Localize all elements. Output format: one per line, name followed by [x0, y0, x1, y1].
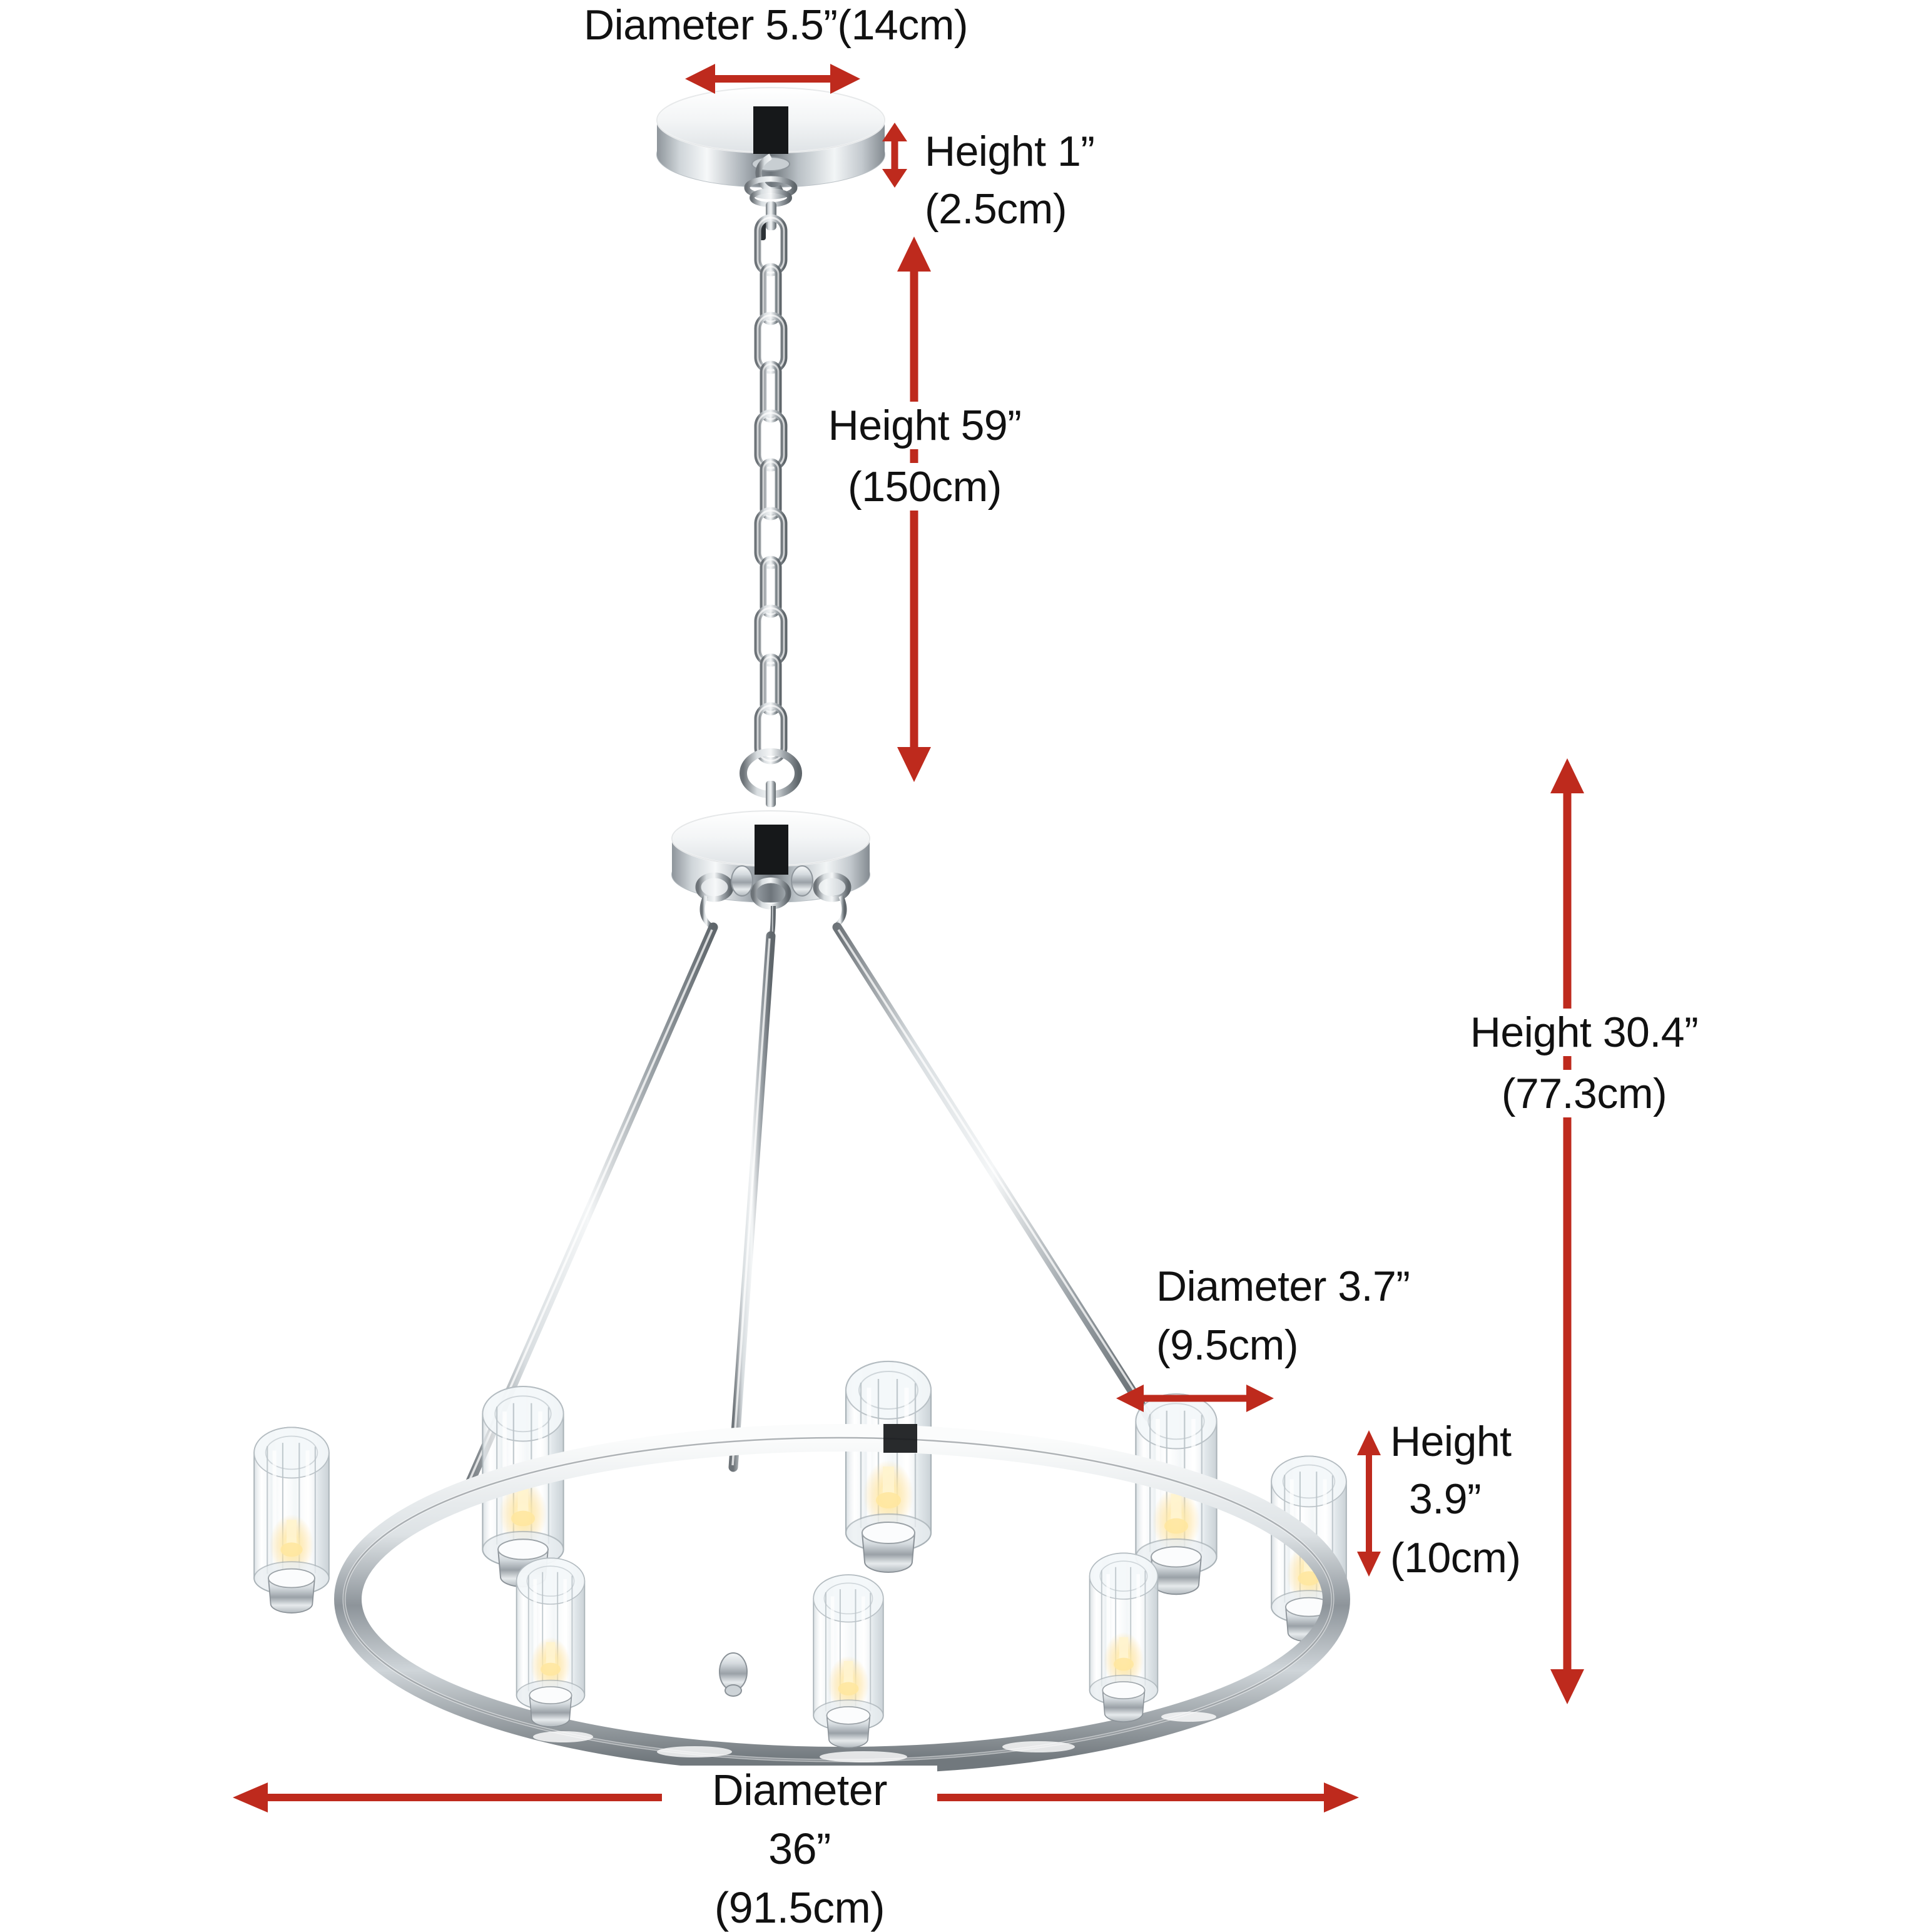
label-canopy-height-line1: Height 1”: [925, 128, 1095, 176]
label-canopy-height-line2: (2.5cm): [925, 185, 1067, 233]
label-body-height-line2: (77.3cm): [1421, 1070, 1747, 1118]
label-chain-height-line2: (150cm): [793, 463, 1056, 511]
label-shade-diameter-line2: (9.5cm): [1156, 1321, 1298, 1370]
label-ring-diameter-line3: (91.5cm): [662, 1883, 937, 1932]
arrow-shade-height: [1351, 1430, 1386, 1577]
hub-plate: [671, 748, 871, 934]
arrow-canopy-height: [878, 123, 911, 188]
label-canopy-diameter: Diameter 5.5”(14cm): [538, 1, 1014, 49]
support-arms: [458, 922, 1154, 1503]
ceiling-canopy: [656, 86, 886, 273]
label-ring-diameter-line2: 36”: [662, 1824, 937, 1874]
chandelier-ring: [333, 1424, 1351, 1774]
label-body-height-line1: Height 30.4”: [1421, 1009, 1747, 1057]
arrow-canopy-diameter: [685, 59, 860, 98]
suspension-chain: [758, 267, 784, 761]
label-ring-diameter-line1: Diameter: [662, 1766, 937, 1815]
shades-front-row: [517, 1553, 1158, 1747]
arrow-shade-diameter: [1116, 1380, 1274, 1416]
label-chain-height-line1: Height 59”: [793, 402, 1056, 450]
arrow-body-height: [1544, 758, 1590, 1704]
label-shade-height-line3: (10cm): [1390, 1534, 1521, 1582]
label-shade-height-line2: 3.9”: [1409, 1475, 1482, 1523]
label-shade-height-line1: Height: [1390, 1418, 1512, 1466]
label-shade-diameter-line1: Diameter 3.7”: [1156, 1263, 1410, 1311]
support-arms-highlight: [461, 929, 1151, 1497]
